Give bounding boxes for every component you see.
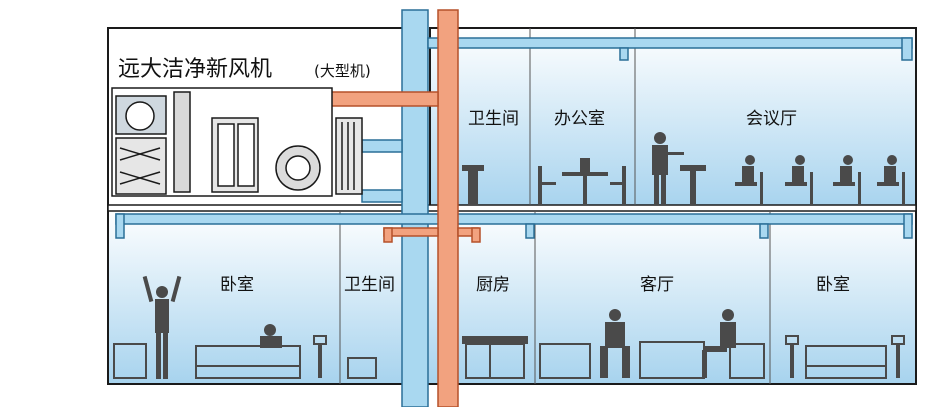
room-label-bedroom-left: 卧室 [220,275,254,295]
room-dividers [339,28,771,384]
fresh-air-duct [115,9,913,407]
room-label-office: 办公室 [554,109,605,129]
upper-floor-right [429,27,917,209]
fresh-air-unit [111,87,363,197]
room-label-meeting-hall: 会议厅 [746,109,797,129]
floor-slab [107,204,917,212]
unit-title: 远大洁净新风机 [118,57,272,82]
room-label-bathroom-lower: 卫生间 [344,275,395,295]
room-label-living-room: 客厅 [640,275,674,295]
room-label-kitchen: 厨房 [476,275,510,295]
room-label-bathroom-upper: 卫生间 [468,109,519,129]
upper-floor-silhouettes [462,132,905,205]
lower-floor-silhouettes [113,275,905,379]
unit-subtitle: (大型机) [314,62,371,80]
room-label-bedroom-right: 卧室 [816,275,850,295]
exhaust-duct [329,9,481,407]
lower-floor [107,207,917,385]
